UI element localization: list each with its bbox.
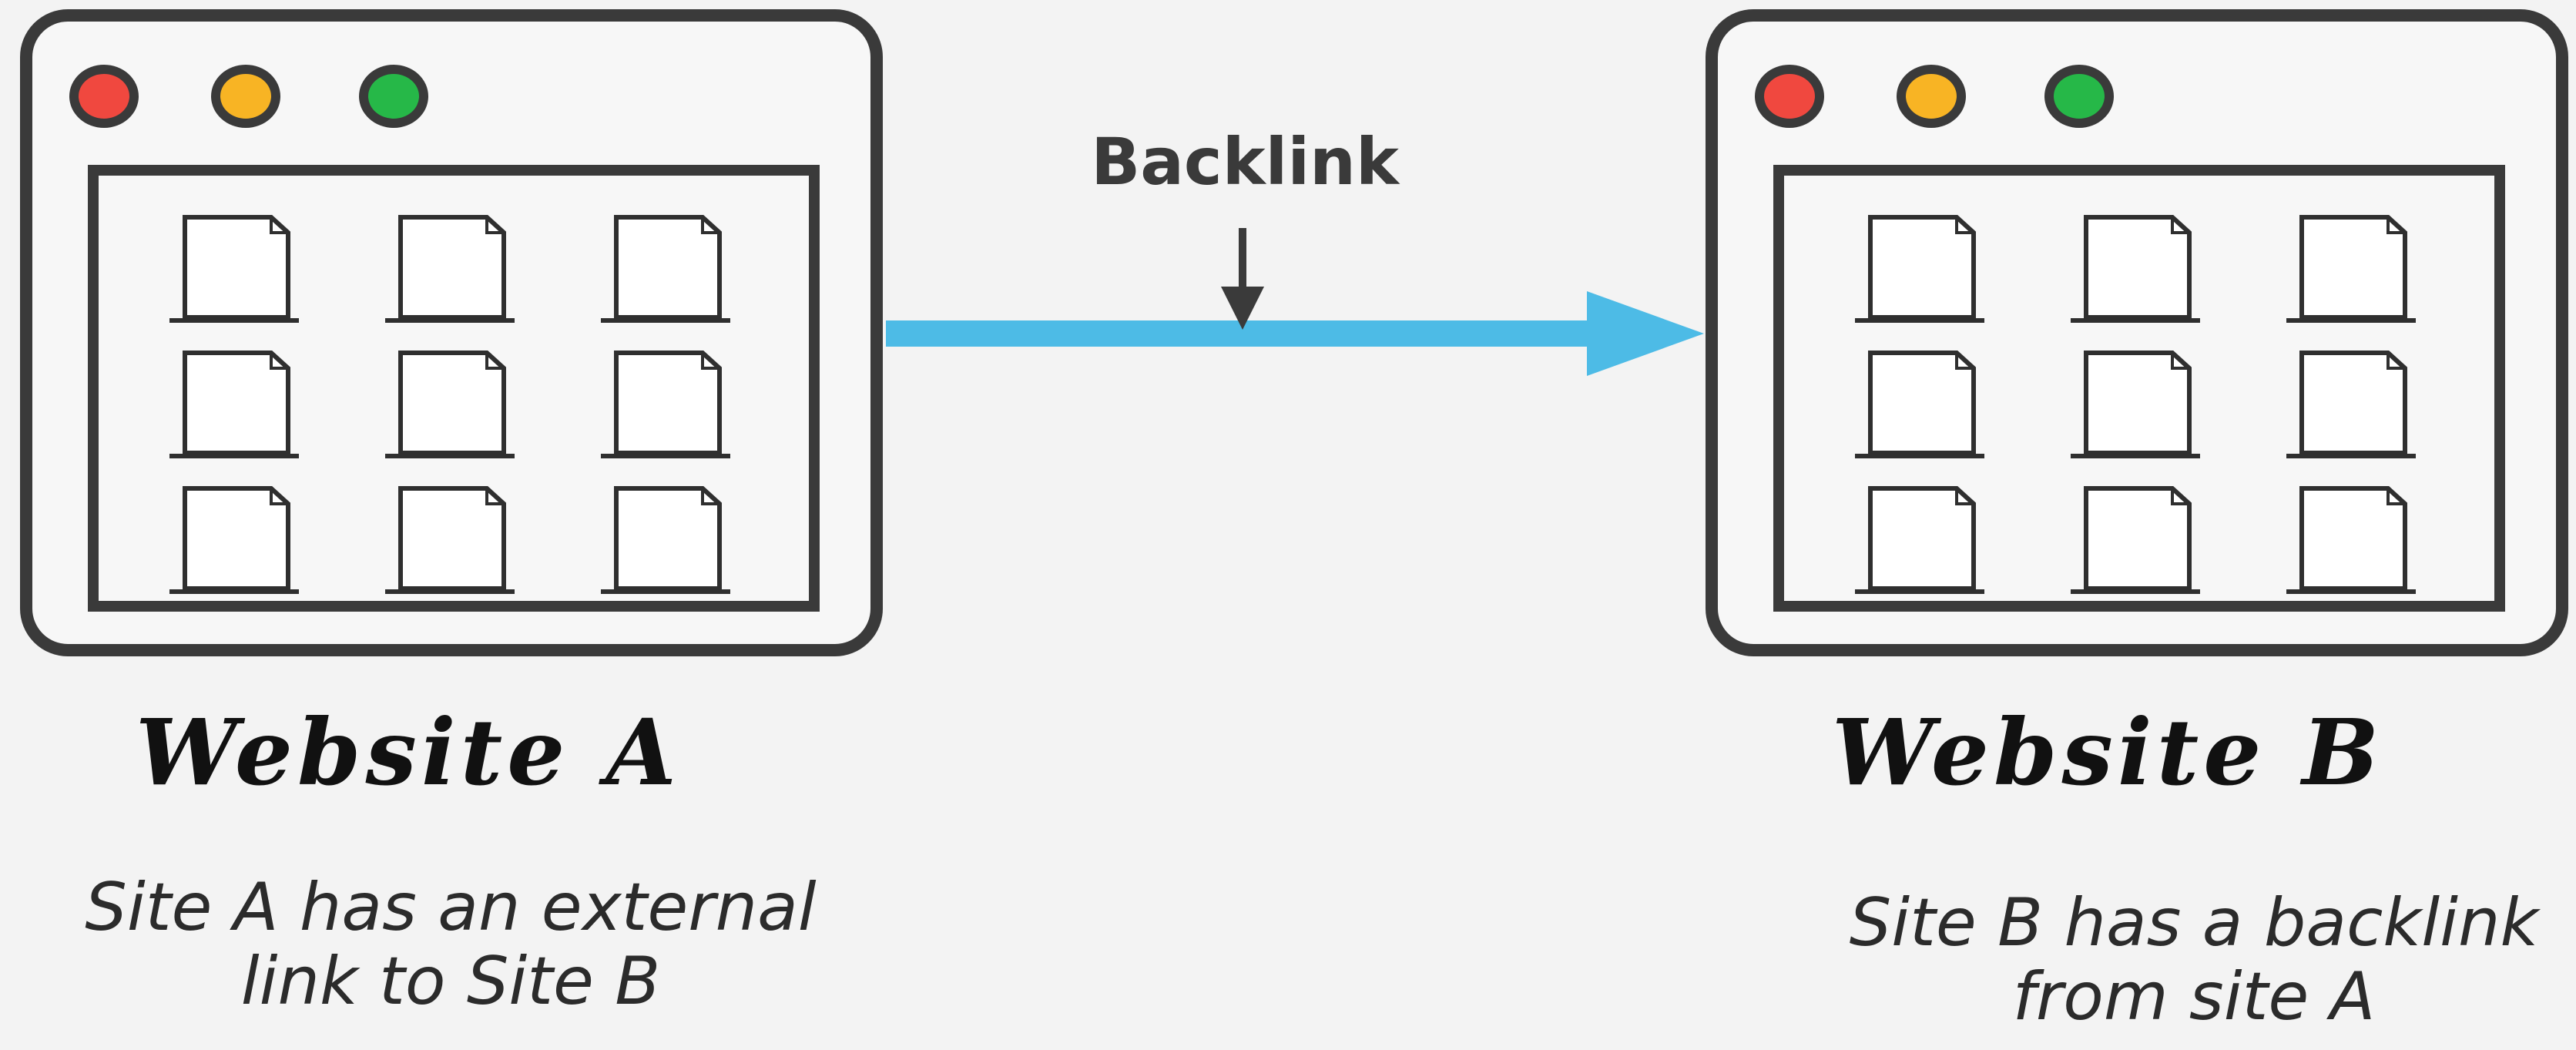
website-a-caption-line-1: Site A has an external [85,869,817,946]
down-arrowhead-icon [1221,287,1264,330]
website-a-title: Website A [136,699,681,806]
document-icon [2282,481,2420,596]
document-icon [596,210,735,325]
document-icon [2282,210,2420,325]
document-icon [2066,481,2205,596]
website-b-window [1706,9,2568,656]
document-icon [381,210,519,325]
document-icon [2282,345,2420,461]
red-dot-icon [69,65,139,128]
document-icon [381,481,519,596]
yellow-dot-icon [1897,65,1966,128]
green-dot-icon [2044,65,2114,128]
document-icon [596,481,735,596]
document-icon [165,210,304,325]
website-a-caption-line-2: link to Site B [240,943,661,1021]
document-icon [1850,345,1989,461]
website-b-document-grid [1850,210,2420,594]
website-a-window [20,9,883,656]
website-a-document-grid [165,210,735,594]
backlink-arrow [886,228,1704,376]
document-icon [165,345,304,461]
document-icon [165,481,304,596]
website-b-caption-line-1: Site B has a backlink [1849,884,2539,961]
backlink-arrowhead-icon [1587,291,1704,376]
website-b-title: Website B [1832,699,2384,806]
green-dot-icon [359,65,428,128]
document-icon [2066,345,2205,461]
website-a-content-area [88,165,820,612]
document-icon [596,345,735,461]
document-icon [1850,210,1989,325]
website-b-caption-line-2: from site A [2012,958,2376,1036]
document-icon [381,345,519,461]
yellow-dot-icon [211,65,280,128]
backlink-label: Backlink [1091,124,1399,200]
website-a-caption: Site A has an external link to Site B [15,871,886,1019]
document-icon [1850,481,1989,596]
website-b-caption: Site B has a backlink from site A [1763,886,2576,1035]
red-dot-icon [1755,65,1824,128]
document-icon [2066,210,2205,325]
website-b-content-area [1773,165,2505,612]
